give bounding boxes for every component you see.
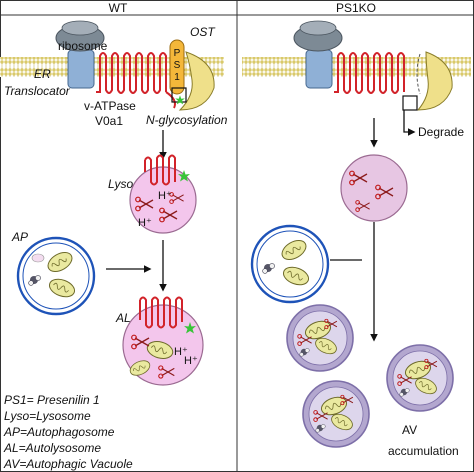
wt-title: WT bbox=[109, 1, 128, 15]
hplus-label: H⁺ bbox=[184, 355, 198, 367]
missing-ps1-outline bbox=[416, 53, 421, 95]
er-label: ER bbox=[34, 67, 51, 81]
lysosome-ko bbox=[340, 154, 408, 222]
legend-item: Lyso=Lysosome bbox=[4, 409, 91, 423]
ost-complex-wt bbox=[178, 51, 215, 111]
legend-item: AV=Autophagic Vacuole bbox=[3, 457, 133, 471]
v0a1-on-al bbox=[139, 296, 183, 329]
lyso-label: Lyso bbox=[108, 177, 133, 191]
ribosome-label: ribosome bbox=[58, 39, 108, 53]
legend-item: PS1= Presenilin 1 bbox=[4, 393, 100, 407]
legend-item: AL=Autolysosome bbox=[3, 441, 101, 455]
v0a1-protein-ko bbox=[334, 52, 405, 94]
nglyco-label: N-glycosylation bbox=[146, 113, 228, 127]
ps1ko-title: PS1KO bbox=[336, 1, 376, 15]
v0a1-label: V0a1 bbox=[95, 114, 123, 128]
av-label: AV bbox=[402, 423, 417, 437]
ps1-letter-s: S bbox=[174, 60, 181, 71]
hplus-label: H⁺ bbox=[138, 217, 152, 229]
ps1-letter-p: P bbox=[174, 48, 181, 59]
hplus-label: H⁺ bbox=[174, 346, 188, 358]
accumulation-label: accumulation bbox=[388, 444, 459, 458]
glycan-star-icon bbox=[175, 95, 185, 105]
hplus-label: H⁺ bbox=[158, 190, 172, 202]
ps1-letter-1: 1 bbox=[174, 72, 180, 83]
vatpase-label: v-ATPase bbox=[84, 99, 136, 113]
ap-label: AP bbox=[11, 230, 28, 244]
al-label: AL bbox=[115, 311, 131, 325]
ost-label: OST bbox=[190, 25, 216, 39]
translocator-label: Translocator bbox=[4, 84, 71, 98]
autophagic-vacuole bbox=[287, 305, 353, 371]
glyco-site-box-ko bbox=[402, 95, 418, 111]
ps1-wt bbox=[169, 39, 185, 95]
autophagic-vacuole bbox=[387, 345, 453, 411]
legend-item: AP=Autophagosome bbox=[3, 425, 115, 439]
legend: PS1= Presenilin 1 Lyso=Lysosome AP=Autop… bbox=[3, 393, 133, 471]
translocator-wt bbox=[67, 49, 95, 89]
degrade-label: Degrade bbox=[418, 125, 464, 139]
arrow-to-degrade bbox=[403, 110, 416, 136]
v0a1-on-lyso bbox=[144, 154, 176, 186]
v0a1-protein-wt bbox=[96, 52, 167, 94]
ost-complex-ko bbox=[416, 51, 453, 111]
translocator-ko bbox=[305, 49, 333, 89]
autophagic-vacuole bbox=[303, 381, 369, 447]
